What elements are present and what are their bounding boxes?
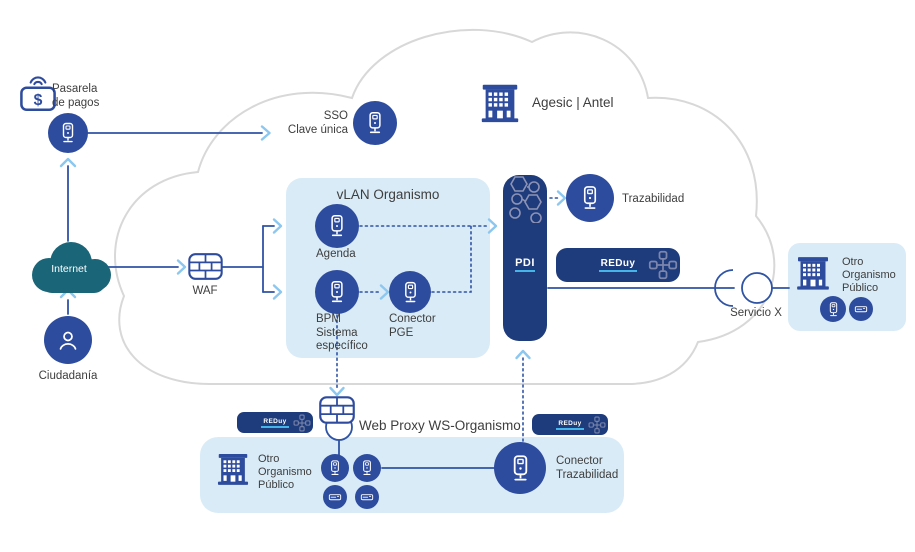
- otro-organismo-bottom-label: Otro Organismo Público: [258, 453, 312, 491]
- reduy-label: REDuy: [556, 420, 584, 430]
- cloud-outline: [114, 28, 776, 385]
- hex-pattern-icon: [509, 176, 542, 223]
- internet-cloud-icon: [32, 242, 111, 293]
- person-icon: [54, 326, 82, 354]
- interface-ball-icon: [741, 272, 773, 304]
- ciudadania-node: [44, 316, 92, 364]
- card-device-icon: [853, 301, 869, 317]
- web-proxy-label: Web Proxy WS-Organismo: [359, 418, 521, 433]
- server-icon: [398, 280, 423, 305]
- internet-label: Internet: [51, 263, 87, 275]
- ws1-card-node: [323, 485, 347, 509]
- server-icon: [576, 184, 604, 212]
- waf-label: WAF: [192, 285, 218, 297]
- reduy-label: REDuy: [598, 258, 638, 272]
- vlan-organismo-panel: [286, 178, 490, 358]
- firewall-icon: [319, 396, 355, 424]
- server-icon: [324, 279, 350, 305]
- building-icon: [214, 450, 252, 488]
- payment-gateway-icon: $: [20, 76, 56, 112]
- servicio-x-label: Servicio X: [730, 307, 782, 319]
- pdi-label: PDI: [503, 253, 547, 272]
- dollar-sign: $: [34, 92, 43, 109]
- conector-trazabilidad-node: [494, 442, 546, 494]
- vlan-title: vLAN Organismo: [336, 187, 440, 202]
- building-icon: [793, 253, 833, 293]
- reduy-bar-left: REDuy: [237, 412, 313, 433]
- reduy-bar-right: REDuy: [532, 414, 608, 435]
- pasarela-label: Pasarela de pagos: [52, 83, 100, 109]
- pdi-bar: PDI: [503, 175, 547, 341]
- trazabilidad-node: [566, 174, 614, 222]
- conector-trazabilidad-label: Conector Trazabilidad: [556, 455, 619, 481]
- ws1-server-node: [321, 454, 349, 482]
- server-icon: [56, 121, 80, 145]
- conector-pge-label: Conector PGE: [389, 313, 436, 339]
- conector-pge-node: [389, 271, 431, 313]
- ws2-server-node: [353, 454, 381, 482]
- right-card-node: [849, 297, 873, 321]
- interface-socket-icon: [714, 269, 734, 307]
- square-pattern-icon: [648, 250, 678, 280]
- sso-node: [353, 101, 397, 145]
- agenda-label: Agenda: [316, 248, 356, 260]
- line-pdi-to-servicio-x: [547, 269, 790, 307]
- right-server-node: [820, 296, 846, 322]
- agesic-antel-label: Agesic | Antel: [532, 95, 614, 110]
- agenda-node: [315, 204, 359, 248]
- server-icon: [326, 459, 344, 477]
- arrows-waf-to-vlan: [221, 218, 283, 300]
- dotted-agenda-to-pdi: [359, 218, 498, 234]
- building-icon: [477, 79, 523, 127]
- reduy-label: REDuy: [261, 418, 289, 428]
- dotted-pge-join: [431, 225, 472, 293]
- web-proxy-panel: [200, 437, 624, 513]
- trazabilidad-label: Trazabilidad: [622, 193, 685, 205]
- pasarela-server-node: [48, 113, 88, 153]
- firewall-icon: [188, 253, 223, 280]
- arrow-internet-to-waf: [103, 259, 187, 275]
- dotted-conector-trazabilidad-to-pdi: [515, 349, 531, 442]
- square-pattern-icon: [293, 414, 311, 432]
- bpm-node: [315, 270, 359, 314]
- arrow-internet-to-pasarela: [59, 157, 77, 242]
- server-icon: [825, 301, 842, 318]
- bpm-label: BPM Sistema específico: [316, 313, 368, 352]
- dotted-pdi-to-trazabilidad: [549, 190, 567, 206]
- arrow-pasarela-to-sso: [87, 125, 271, 141]
- sso-label: SSO Clave única: [287, 110, 348, 136]
- ws2-card-node: [355, 485, 379, 509]
- reduy-bar: REDuy: [556, 248, 680, 282]
- dotted-bpm-to-pge: [359, 284, 390, 300]
- card-device-icon: [359, 489, 375, 505]
- ciudadania-label: Ciudadanía: [38, 370, 98, 382]
- dotted-bpm-to-webproxy: [329, 314, 345, 397]
- server-icon: [362, 110, 388, 136]
- server-icon: [505, 453, 536, 484]
- card-device-icon: [327, 489, 343, 505]
- server-icon: [324, 213, 350, 239]
- otro-organismo-right-label: Otro Organismo Público: [842, 256, 896, 294]
- server-icon: [358, 459, 376, 477]
